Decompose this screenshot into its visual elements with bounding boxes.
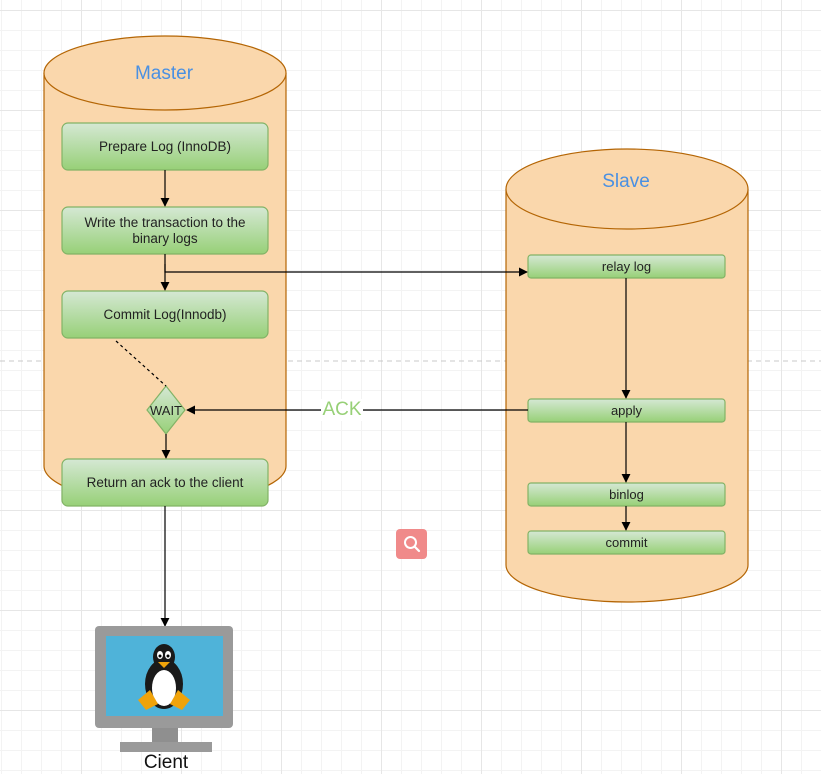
ack-edge-label: ACK (321, 399, 363, 421)
slave-title: Slave (602, 171, 650, 192)
relay-log-label: relay log (601, 259, 652, 274)
commit-log-label: Commit Log(Innodb) (103, 306, 227, 322)
slave-commit-label: commit (605, 535, 648, 550)
wait-label: WAIT (149, 402, 182, 418)
client-label: Cient (143, 752, 189, 773)
binlog-label: binlog (609, 487, 644, 502)
search-icon (403, 536, 420, 553)
slave-commit-node[interactable] (527, 530, 726, 555)
linux-penguin-monitor-icon[interactable] (95, 626, 233, 752)
return-ack-label: Return an ack to the client (86, 474, 244, 490)
ack-edge-label-wrap: ACK (318, 398, 366, 422)
edge-binlog-to-relay[interactable] (164, 264, 528, 277)
commit-log-node[interactable] (61, 290, 269, 339)
edge-commit-to-wait-dashed[interactable] (115, 340, 167, 387)
apply-label: apply (610, 403, 643, 418)
search-button[interactable] (396, 529, 427, 559)
write-binary-logs-label: Write the transaction to the binary logs (84, 214, 246, 246)
prepare-log-label: Prepare Log (InnoDB) (98, 138, 232, 154)
master-title: Master (134, 63, 194, 84)
